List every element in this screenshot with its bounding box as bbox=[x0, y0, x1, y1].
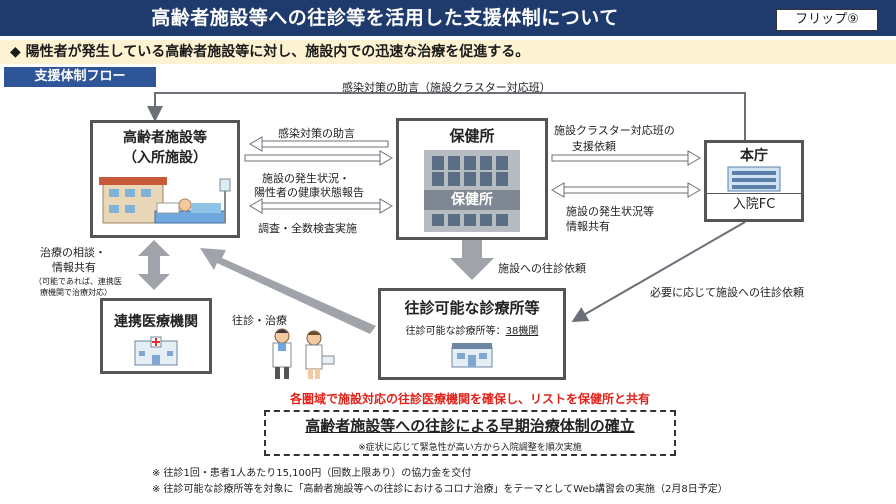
label-consult-line1: 治療の相談・ bbox=[40, 246, 106, 259]
arrow-visit-request bbox=[450, 240, 494, 280]
title-bar bbox=[0, 0, 896, 36]
arrow-visit-treat bbox=[200, 248, 376, 334]
label-share-line1: 施設の発生状況等 bbox=[566, 205, 654, 218]
facility-title-line1: 高齢者施設等 bbox=[123, 130, 207, 146]
footnote-2: ※ 往診可能な診療所等を対象に「高齢者施設等への往診におけるコロナ治療」をテーマ… bbox=[152, 484, 728, 495]
arrow-info-share bbox=[551, 182, 701, 198]
clinic-sub: 往診可能な診療所等：38機関 bbox=[381, 322, 563, 337]
arrow-testing bbox=[249, 198, 393, 214]
node-partner: 連携医療機関 bbox=[100, 298, 212, 374]
top-loop-label: 感染対策の助言（施設クラスター対応班） bbox=[342, 81, 551, 94]
clinic-building-icon bbox=[451, 343, 493, 368]
node-clinic: 往診可能な診療所等 往診可能な診療所等：38機関 bbox=[378, 288, 566, 380]
conclusion-title: 高齢者施設等への往診による早期治療体制の確立 bbox=[305, 417, 635, 435]
conclusion-note: ※症状に応じて緊急性が高い方から入院調整を順次実施 bbox=[358, 443, 582, 453]
arrow-report bbox=[244, 150, 393, 166]
label-advice: 感染対策の助言 bbox=[278, 127, 355, 140]
clinic-sub-count: 38機関 bbox=[505, 326, 539, 337]
node-hq: 本庁 入院FC bbox=[704, 140, 804, 222]
doctor-nurse-icon bbox=[272, 328, 335, 379]
partner-title: 連携医療機関 bbox=[114, 314, 198, 330]
label-share-line2: 情報共有 bbox=[566, 220, 610, 233]
label-testing: 調査・全数検査実施 bbox=[258, 222, 357, 235]
headline-bar bbox=[0, 40, 896, 64]
label-visit-request: 施設への往診依頼 bbox=[498, 262, 586, 275]
label-consult-note2: 療機関で治療対応） bbox=[40, 288, 112, 297]
arrow-team-request bbox=[551, 150, 701, 166]
label-report-line2: 陽性者の健康状態報告 bbox=[254, 186, 364, 199]
arrow-consult bbox=[138, 240, 170, 290]
health-center-building-icon: 保健所 bbox=[424, 150, 520, 232]
label-consult-note1: （可能であれば、連携医 bbox=[34, 277, 122, 286]
conclusion-box: 高齢者施設等への往診による早期治療体制の確立 ※症状に応じて緊急性が高い方から入… bbox=[264, 410, 676, 456]
top-loop-line bbox=[147, 92, 746, 140]
arrow-advice bbox=[249, 136, 389, 152]
node-health-center: 保健所 保健所 bbox=[396, 118, 548, 240]
hospital-icon bbox=[134, 336, 178, 366]
node-facility: 高齢者施設等 （入所施設） bbox=[90, 120, 240, 238]
care-facility-icon bbox=[99, 177, 231, 224]
label-report-line1: 施設の発生状況・ bbox=[262, 172, 350, 185]
arrow-as-needed bbox=[571, 221, 746, 322]
hq-sub: 入院FC bbox=[707, 193, 801, 216]
clinic-title: 往診可能な診療所等 bbox=[404, 299, 540, 317]
flow-label: 支援体制フロー bbox=[4, 67, 156, 87]
health-center-title: 保健所 bbox=[449, 127, 495, 145]
footnote-1: ※ 往診1回・患者1人あたり15,100円（回数上限あり）の協力金を交付 bbox=[152, 468, 472, 479]
health-center-sign: 保健所 bbox=[424, 190, 520, 210]
page-title: 高齢者施設等への往診等を活用した支援体制について bbox=[151, 7, 619, 29]
label-team-request-line1: 施設クラスター対応班の bbox=[554, 124, 675, 137]
clinic-sub-prefix: 往診可能な診療所等： bbox=[405, 326, 506, 337]
red-note: 各圏域で施設対応の往診医療機関を確保し、リストを保健所と共有 bbox=[289, 392, 650, 406]
label-consult-line2: 情報共有 bbox=[52, 261, 96, 274]
label-as-needed: 必要に応じて施設への往診依頼 bbox=[650, 286, 804, 299]
office-building-icon bbox=[727, 166, 781, 192]
label-team-request-line2: 支援依頼 bbox=[572, 140, 616, 153]
flip-label: フリップ⑨ bbox=[776, 9, 878, 31]
headline: ◆ 陽性者が発生している高齢者施設等に対し、施設内での迅速な治療を促進する。 bbox=[10, 44, 530, 60]
label-visit-treat: 往診・治療 bbox=[232, 314, 287, 327]
facility-title-line2: （入所施設） bbox=[123, 150, 207, 166]
hq-title: 本庁 bbox=[740, 148, 768, 164]
